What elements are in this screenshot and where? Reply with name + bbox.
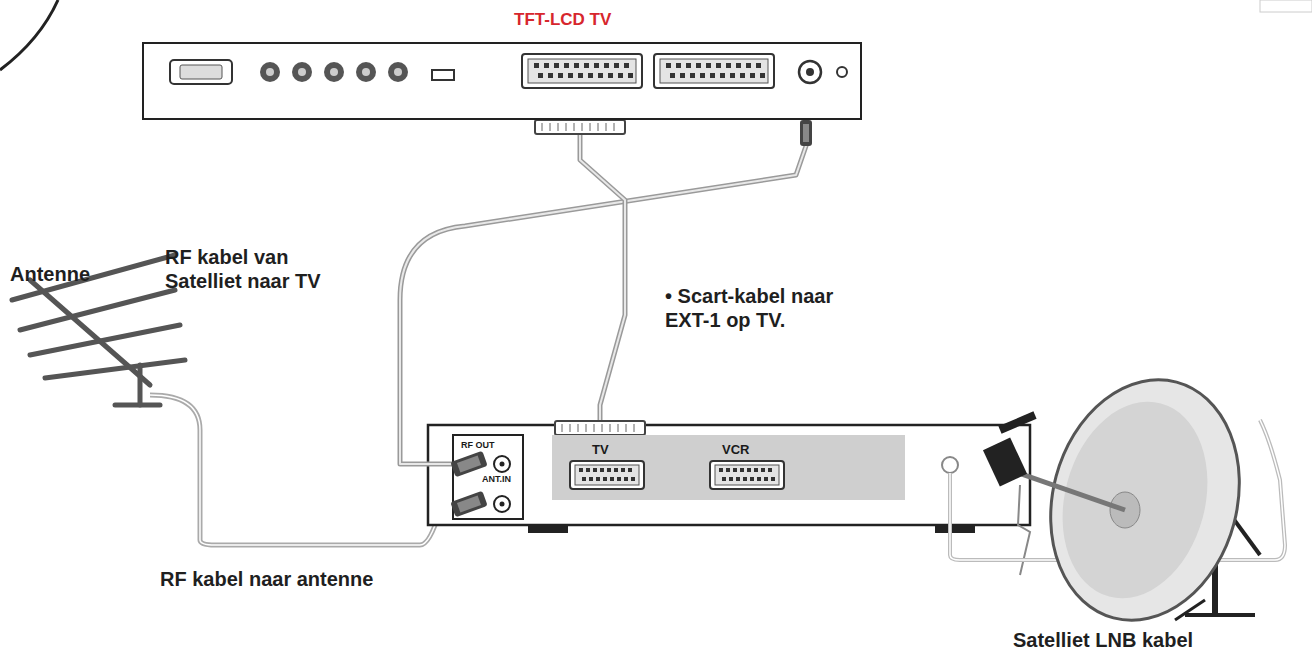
tv-back-panel: TFT-LCD TV — [142, 42, 862, 120]
rf-connector-box: RF OUT ANT.IN — [452, 434, 524, 520]
cable-connector — [580, 120, 625, 435]
antenna-label: Antenne — [10, 262, 90, 286]
port-label: VCR — [722, 442, 749, 457]
scart-plug — [535, 120, 625, 134]
tv-title: TFT-LCD TV — [514, 10, 611, 30]
cable-label: RF kabel naar antenne — [160, 567, 373, 591]
corner-arc — [0, 0, 58, 70]
cable-label: RF kabel van Satelliet naar TV — [165, 245, 355, 293]
port-label: RF OUT — [461, 440, 495, 450]
port-label: ANT.IN — [482, 474, 511, 484]
scart-panel: TV VCR — [552, 435, 905, 500]
rf-plug — [800, 120, 812, 146]
cable-label: Satelliet LNB kabel — [1013, 628, 1193, 652]
scart-plug — [555, 421, 645, 435]
port-label: TV — [592, 442, 609, 457]
antenna-cable-core — [150, 395, 458, 545]
cable-label: • Scart-kabel naar EXT-1 op TV. — [665, 284, 875, 332]
tv-back-panel-ports — [144, 44, 860, 118]
antenna-cable — [150, 395, 458, 545]
satellite-dish — [983, 358, 1265, 641]
satellite-receiver — [428, 425, 1030, 575]
